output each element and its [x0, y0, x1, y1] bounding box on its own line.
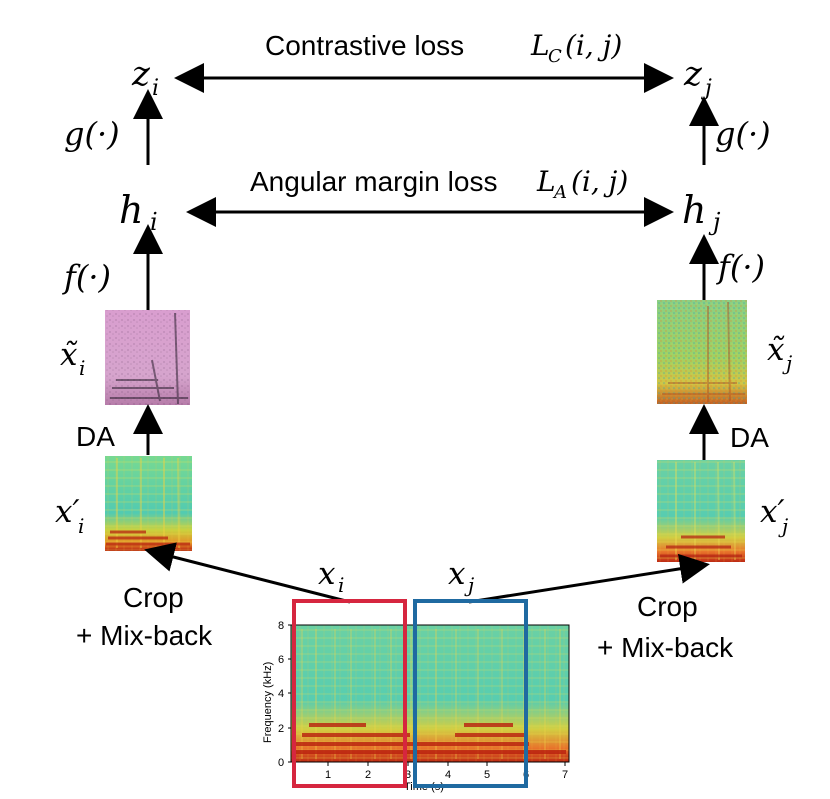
xtick-5: 5	[484, 769, 490, 781]
z-right-main: z	[683, 54, 703, 94]
right-crop-variable-main: x	[448, 556, 466, 592]
left-f-label: f(·)	[62, 258, 111, 296]
xtick-1: 1	[325, 769, 331, 781]
left-augmented-spectrogram	[105, 310, 190, 405]
h-left-main: h	[119, 188, 143, 232]
left-da-label: DA	[76, 421, 115, 452]
angular-margin-loss-label: Angular margin loss L A (i, j)	[250, 165, 628, 203]
top-loss-label: Contrastive loss L C (i, j)	[265, 29, 622, 67]
right-g-label: g(·)	[715, 115, 771, 153]
left-crop-label-line1: Crop	[123, 582, 184, 613]
ytick-6: 6	[278, 654, 284, 666]
right-x-prime-main: x′	[760, 494, 785, 530]
right-crop-label-line1: Crop	[637, 591, 698, 622]
h-left: h i	[119, 188, 158, 236]
contrastive-loss-math: L	[530, 29, 550, 62]
z-right: z j	[683, 54, 712, 101]
h-right: h j	[682, 188, 721, 236]
contrastive-loss-text: Contrastive loss	[265, 30, 464, 61]
right-x-tilde-main: x̃	[767, 332, 785, 368]
right-f-label: f(·)	[716, 248, 765, 286]
z-left-sub: i	[152, 76, 159, 101]
contrastive-loss-args: (i, j)	[565, 29, 622, 62]
ytick-0: 0	[278, 757, 284, 769]
left-cropped-spectrogram	[105, 456, 192, 551]
right-augmented-spectrogram	[657, 300, 747, 404]
left-x-tilde-sub: i	[79, 356, 85, 380]
xtick-4: 4	[445, 769, 451, 781]
contrastive-loss-subscript: C	[548, 46, 562, 67]
right-crop-label-line2: + Mix-back	[597, 632, 734, 663]
source-spectrogram-yaxis: 8 6 4 2 0 Frequency (kHz)	[262, 620, 292, 769]
h-right-sub: j	[708, 208, 721, 236]
angular-margin-loss-text: Angular margin loss	[250, 166, 497, 197]
right-crop-variable-sub: j	[464, 573, 474, 597]
left-crop-window	[292, 599, 407, 788]
source-spectrogram-ylabel: Frequency (kHz)	[262, 662, 274, 743]
right-x-prime-sub: j	[778, 514, 788, 538]
left-x-prime-main: x′	[55, 494, 80, 530]
source-spectrogram-xaxis: 1 2 3 4 5 6 7 Time (s)	[291, 761, 569, 793]
right-crop-window	[413, 599, 528, 788]
h-left-sub: i	[150, 208, 158, 236]
ytick-8: 8	[278, 620, 284, 632]
left-crop-arrow	[144, 542, 351, 604]
ytick-4: 4	[278, 688, 284, 700]
left-x-prime-sub: i	[78, 514, 84, 538]
left-crop-variable-main: x	[318, 556, 336, 592]
right-crop-arrow	[468, 553, 710, 604]
source-spectrogram-panel	[290, 624, 570, 763]
angular-margin-loss-math: L	[536, 165, 556, 198]
xtick-2: 2	[365, 769, 371, 781]
angular-margin-loss-subscript: A	[552, 182, 567, 203]
left-x-tilde-main: x̃	[60, 337, 78, 373]
z-left-main: z	[131, 54, 151, 94]
right-x-tilde-sub: j	[782, 351, 792, 375]
angular-margin-loss-args: (i, j)	[571, 165, 628, 198]
left-crop-variable-sub: i	[338, 573, 344, 597]
h-right-main: h	[682, 188, 706, 232]
ytick-2: 2	[278, 723, 284, 735]
z-left: z i	[131, 54, 159, 101]
xtick-3: 3	[405, 769, 411, 781]
left-crop-label-line2: + Mix-back	[76, 620, 213, 651]
right-da-label: DA	[730, 422, 769, 453]
xtick-7: 7	[562, 769, 568, 781]
right-cropped-spectrogram	[657, 460, 745, 562]
left-g-label: g(·)	[64, 115, 120, 153]
